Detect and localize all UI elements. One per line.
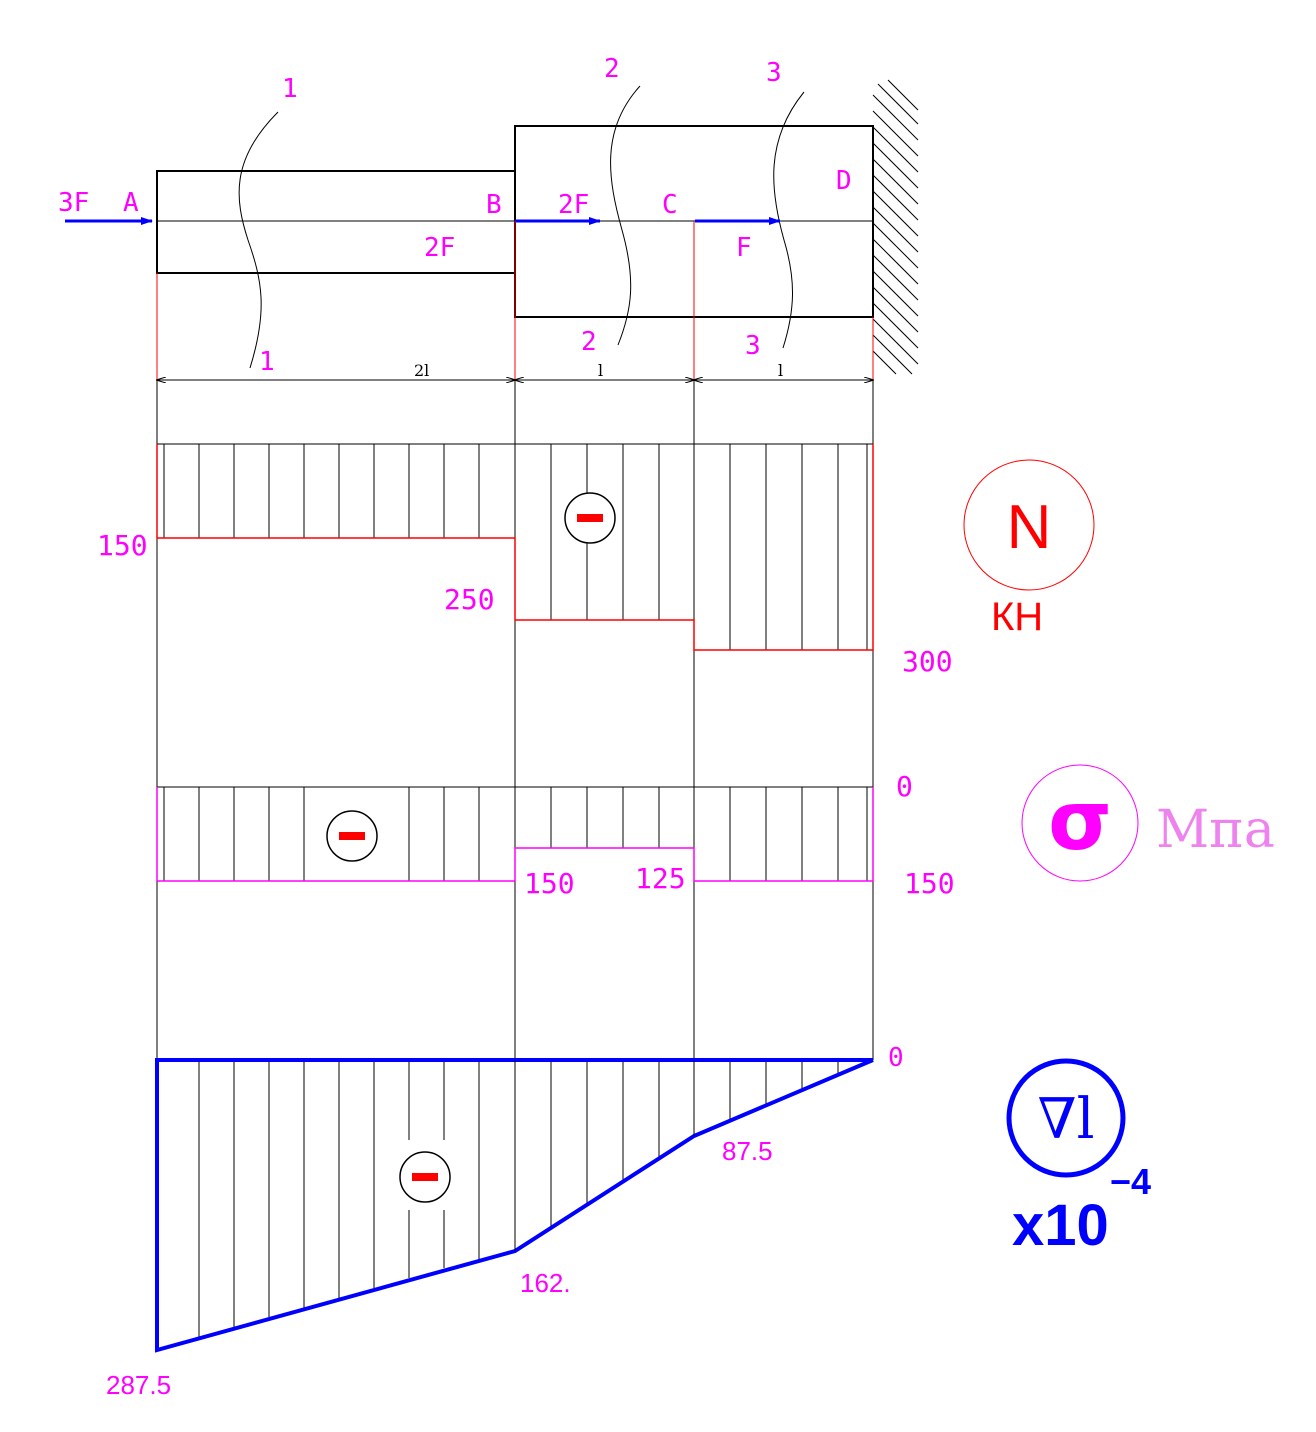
sigma-value-150-d: 150 — [904, 867, 955, 900]
deformation-minus-sign — [399, 1151, 451, 1203]
n-value-250: 250 — [444, 583, 495, 616]
dimension-labels: 2l l l — [414, 361, 783, 380]
section-label-1-bottom: 1 — [259, 347, 275, 377]
n-outline — [156, 444, 874, 651]
load-label-f: F — [736, 233, 752, 263]
dim-label-l-bc: l — [598, 361, 603, 380]
n-value-150: 150 — [97, 529, 148, 562]
deformation-multiplier: x10 — [1012, 1193, 1109, 1258]
sigma-minus-sign — [326, 810, 378, 862]
n-value-300: 300 — [902, 645, 953, 678]
n-hatching — [163, 444, 868, 650]
n-legend: N КН — [963, 459, 1095, 639]
load-label-2f: 2F — [424, 233, 455, 263]
dim-label-l-cd: l — [778, 361, 783, 380]
deformation-outline — [155, 1058, 874, 1353]
sigma-symbol: σ — [1048, 774, 1112, 869]
section-label-1-top: 1 — [282, 74, 298, 104]
deformation-value-162: 162. — [520, 1268, 571, 1298]
sigma-diagram: 0 150 125 150 σ Мпа — [156, 764, 1275, 900]
section-label-2-bottom: 2 — [581, 327, 597, 357]
sigma-unit: Мпа — [1156, 800, 1275, 860]
sigma-value-0: 0 — [896, 770, 913, 803]
section-label-2-top: 2 — [604, 54, 620, 84]
load-label-3f: 3F — [58, 188, 89, 218]
sigma-value-150-b: 150 — [524, 867, 575, 900]
section-cuts — [238, 85, 805, 369]
point-label-d: D — [836, 166, 852, 196]
deformation-symbol: ∇l — [1037, 1087, 1094, 1152]
n-unit: КН — [991, 595, 1043, 639]
section-cut-1 — [238, 111, 279, 369]
sigma-outline — [156, 787, 874, 882]
projection-lines — [156, 221, 874, 380]
deformation-exponent: −4 — [1110, 1161, 1151, 1202]
section-cut-3 — [773, 91, 805, 349]
load-label-2f-b: 2F — [558, 190, 589, 220]
deformation-legend: ∇l x10 −4 — [1006, 1058, 1151, 1258]
beam-segment-ab — [156, 170, 516, 274]
sigma-legend: σ Мпа — [1021, 764, 1275, 882]
n-minus-sign — [564, 492, 616, 544]
n-diagram: 150 250 300 N КН — [97, 443, 1095, 678]
beam-labels: 3F A B 2F C D 2F F 1 2 3 1 2 3 — [58, 54, 852, 377]
n-symbol-circle — [963, 459, 1095, 591]
sigma-value-125: 125 — [635, 862, 686, 895]
deformation-diagram: 0 87.5 162. 287.5 ∇l x10 −4 — [106, 1043, 1151, 1400]
deformation-hatching — [198, 1060, 839, 1337]
dim-label-2l: 2l — [414, 361, 429, 380]
point-label-c: C — [662, 190, 678, 220]
section-label-3-bottom: 3 — [745, 331, 761, 361]
point-label-b: B — [486, 190, 502, 220]
point-label-a: A — [123, 188, 139, 218]
sigma-hatching — [163, 787, 868, 881]
deformation-value-0: 0 — [888, 1043, 904, 1073]
n-symbol: N — [1007, 493, 1052, 562]
fixed-wall-hatch — [872, 79, 919, 375]
sigma-symbol-circle — [1021, 764, 1139, 882]
deformation-symbol-circle — [1006, 1058, 1126, 1178]
deformation-value-287-5: 287.5 — [106, 1370, 171, 1400]
section-cut-2 — [610, 85, 641, 346]
section-label-3-top: 3 — [766, 58, 782, 88]
deformation-value-87-5: 87.5 — [722, 1136, 773, 1166]
